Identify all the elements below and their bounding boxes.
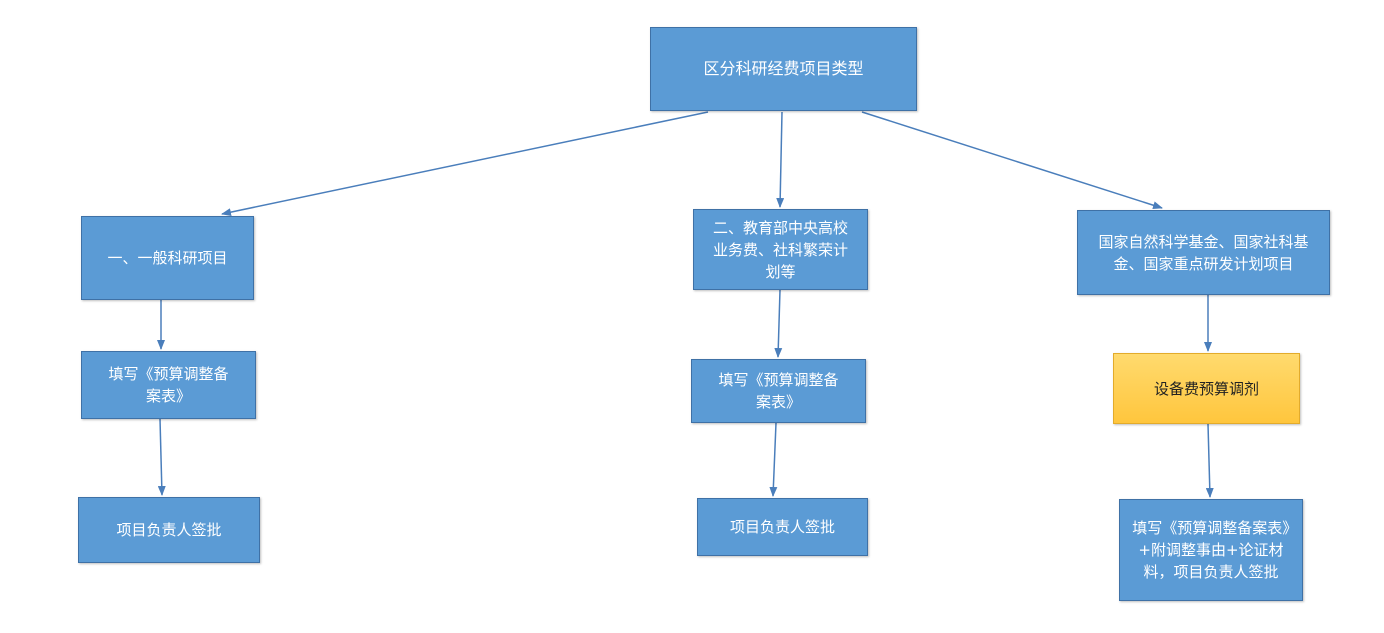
root-node-label: 区分科研经费项目类型 <box>703 59 864 78</box>
branch2-step2-label: 项目负责人签批 <box>729 518 835 536</box>
branch2-category-node: 二、教育部中央高校业务费、社科繁荣计划等 <box>693 209 868 290</box>
arrow-branch2-to-step1 <box>774 289 783 358</box>
branch1-category-label: 一、一般科研项目 <box>107 249 228 267</box>
arrow-branch1-step1-to-step2 <box>157 418 166 496</box>
branch3-step2-label: 填写《预算调整备案表》+附调整事由+论证材料，项目负责人签批 <box>1132 519 1290 581</box>
root-node: 区分科研经费项目类型 <box>650 27 917 111</box>
branch1-category-node: 一、一般科研项目 <box>81 216 254 300</box>
arrow-root-to-branch1 <box>221 111 709 217</box>
branch3-category-node: 国家自然科学基金、国家社科基金、国家重点研发计划项目 <box>1077 210 1330 295</box>
branch2-category-label: 二、教育部中央高校业务费、社科繁荣计划等 <box>712 218 848 281</box>
branch3-category-label: 国家自然科学基金、国家社科基金、国家重点研发计划项目 <box>1098 232 1309 273</box>
branch3-step1-node: 设备费预算调剂 <box>1113 353 1300 424</box>
arrow-root-to-branch3 <box>861 111 1163 210</box>
branch2-step1-label: 填写《预算调整备案表》 <box>718 371 839 411</box>
branch3-step2-node: 填写《预算调整备案表》+附调整事由+论证材料，项目负责人签批 <box>1119 499 1303 601</box>
branch1-step2-node: 项目负责人签批 <box>78 497 260 563</box>
branch1-step1-label: 填写《预算调整备案表》 <box>108 365 229 405</box>
arrow-branch2-step1-to-step2 <box>769 422 778 497</box>
arrow-root-to-branch2 <box>776 111 785 208</box>
arrow-branch3-step1-to-step2 <box>1205 423 1214 498</box>
branch1-step1-node: 填写《预算调整备案表》 <box>81 351 256 419</box>
branch3-step1-label: 设备费预算调剂 <box>1153 379 1259 398</box>
branch2-step2-node: 项目负责人签批 <box>697 498 868 556</box>
branch1-step2-label: 项目负责人签批 <box>116 521 222 539</box>
branch2-step1-node: 填写《预算调整备案表》 <box>691 359 866 423</box>
